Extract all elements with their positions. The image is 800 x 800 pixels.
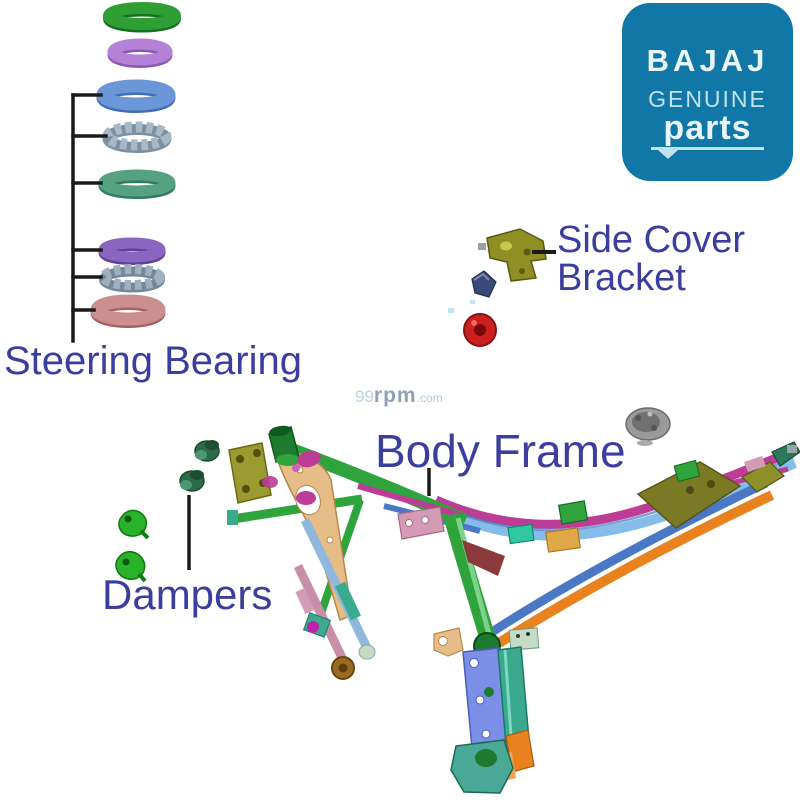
side-cover-bracket-label: Side Cover Bracket (557, 221, 745, 297)
watermark-99: 99 (355, 387, 374, 406)
dampers-label: Dampers (102, 571, 273, 618)
frame-rear-plates (636, 441, 800, 529)
frame-seat-tube (443, 512, 496, 643)
side-cover-bracket-shape (486, 228, 547, 282)
frame-bottom-bracket (433, 627, 540, 794)
side-cover-label-line1: Side Cover (557, 219, 745, 261)
bearing-stack (90, 2, 181, 328)
bearing-ring-pink-dust-seal (90, 294, 166, 328)
logo-underline-arrow (658, 150, 678, 159)
frame-down-tubes (293, 518, 376, 680)
bearing-ring-lower-ball-cage (99, 264, 165, 293)
bearing-ring-violet-race (98, 237, 166, 265)
frame-engine-plate (228, 442, 272, 504)
logo-genuine-text: GENUINE (648, 86, 767, 112)
frame-mid-fittings (397, 500, 589, 576)
watermark-rpm: rpm (373, 384, 417, 407)
logo-brand-text: BAJAJ (646, 43, 769, 78)
bearing-ring-upper-ball-cage (102, 121, 172, 153)
bearing-ring-lilac-cone-race (107, 38, 173, 68)
side-cover-bracket-parts (448, 228, 556, 347)
watermark-com: .com (416, 391, 443, 405)
bearing-ring-blue-race (96, 79, 176, 113)
bearing-ring-teal-race (98, 169, 176, 199)
frame-foot-bracket (450, 739, 514, 794)
side-cover-label-line2: Bracket (557, 257, 686, 299)
frame-subframe-tubes (489, 478, 775, 648)
damper-clip-1 (118, 509, 150, 540)
body-frame-illustration (227, 425, 800, 794)
damper-clip-2 (115, 551, 147, 583)
damper-bush-2 (179, 470, 205, 492)
watermark: 99rpm.com (355, 384, 443, 408)
damper-bush-1 (194, 440, 220, 462)
body-frame-label: Body Frame (375, 425, 626, 477)
logo-underline (651, 147, 764, 159)
logo-parts-text: parts (663, 109, 752, 147)
steering-bearing-label: Steering Bearing (4, 339, 302, 383)
gray-cap (625, 407, 671, 446)
bearing-bracket-lines (71, 93, 108, 343)
damper-parts (115, 440, 220, 583)
bajaj-logo: BAJAJ GENUINE parts (622, 3, 793, 181)
bearing-ring-green-race (103, 2, 181, 33)
